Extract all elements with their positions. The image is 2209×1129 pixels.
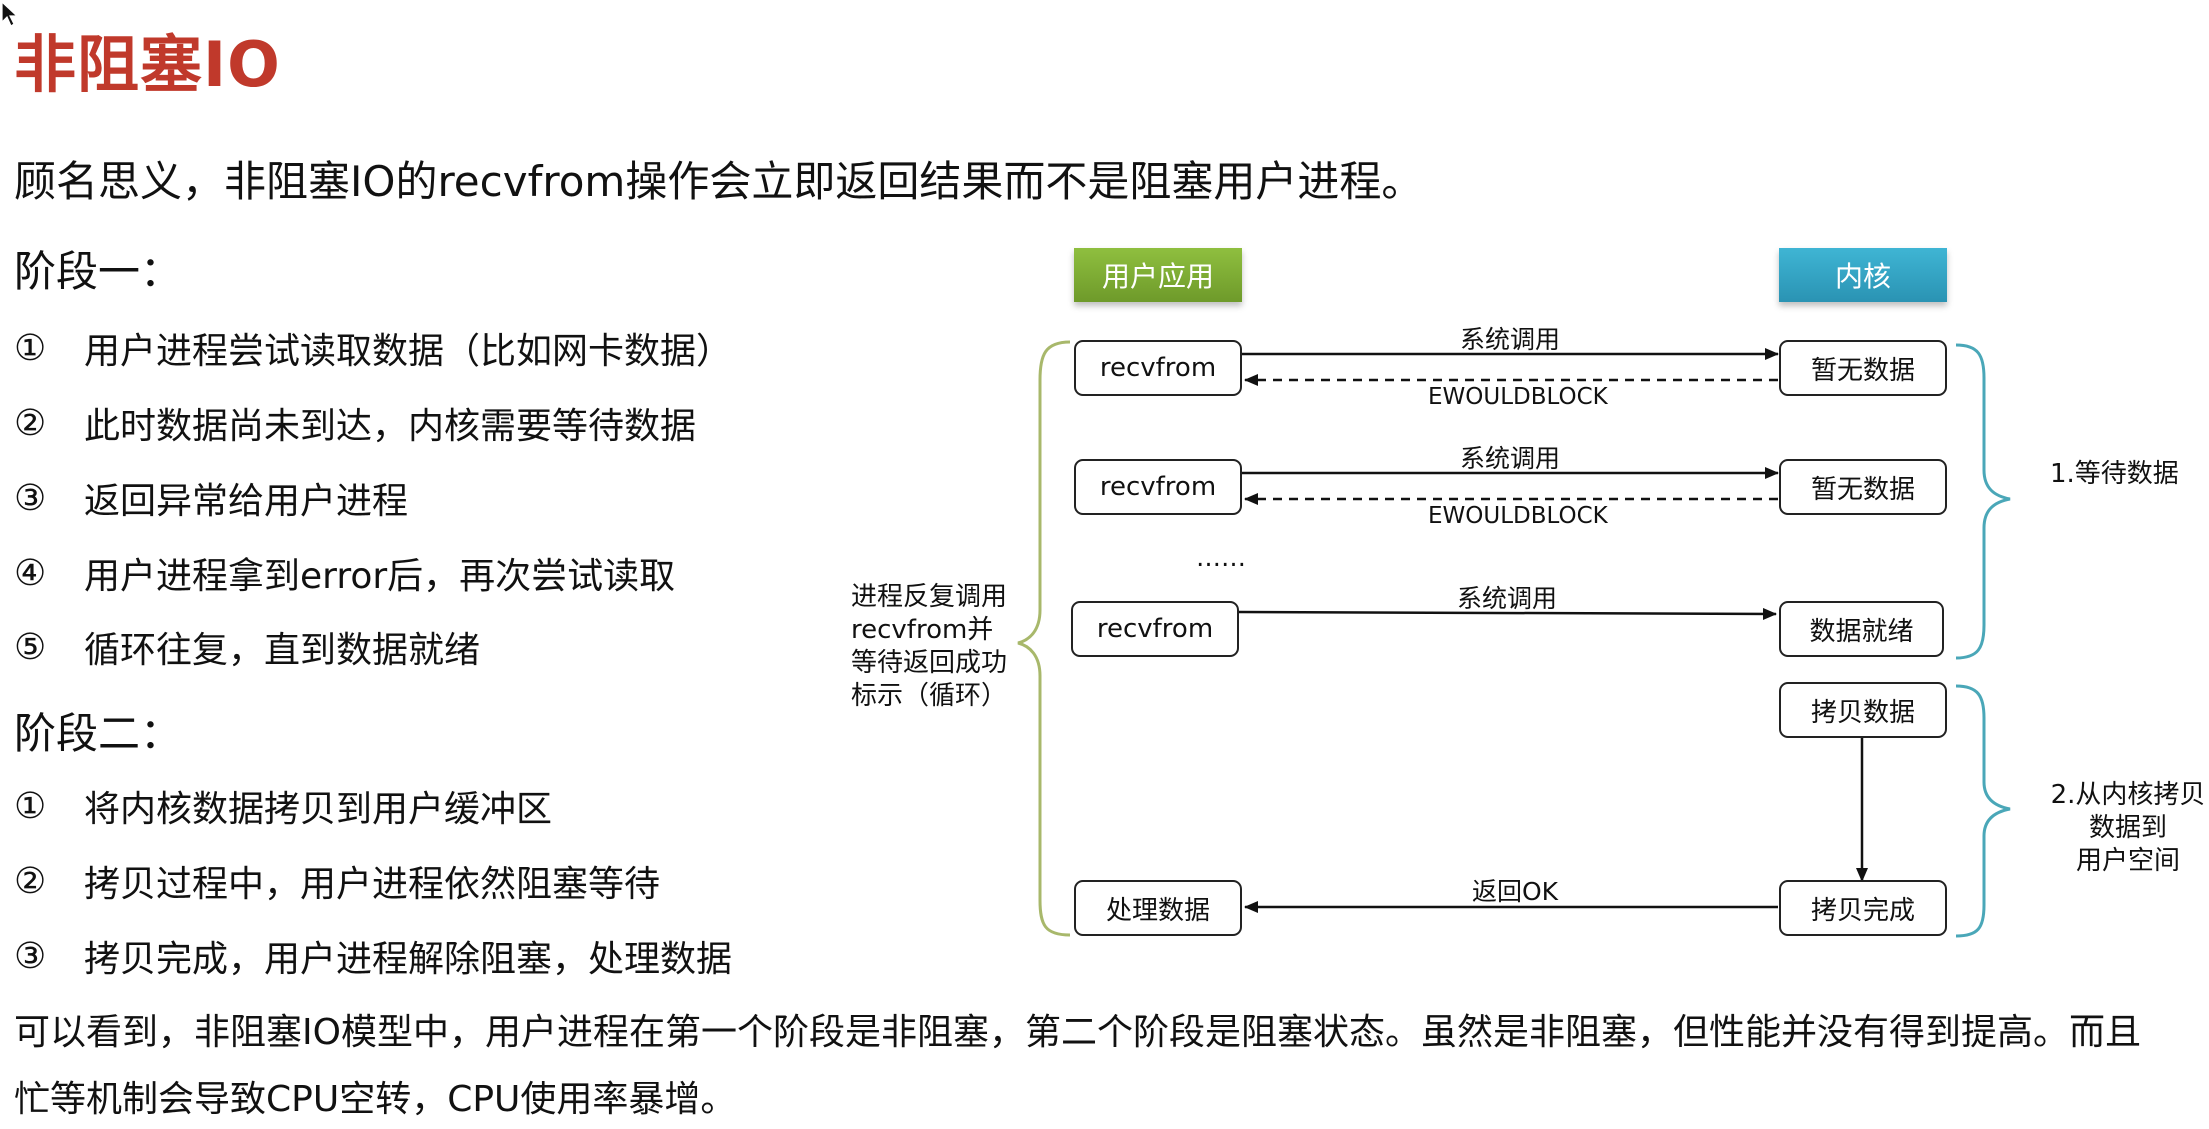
phase2-note-line: 数据到 bbox=[2088, 813, 2167, 843]
step-number: ④ bbox=[14, 552, 47, 594]
intro-text: 顾名思义，非阻塞IO的recvfrom操作会立即返回结果而不是阻塞用户进程。 bbox=[14, 157, 1424, 206]
step-number: ② bbox=[14, 860, 47, 902]
stage1-heading: 阶段一： bbox=[14, 247, 183, 296]
kernel-no-data-box-2: 暂无数据 bbox=[1779, 459, 1947, 515]
ewouldblock-label-1: EWOULDBLOCK bbox=[1428, 384, 1608, 410]
stage1-step: ⑤ 循环往复，直到数据就绪 bbox=[14, 621, 480, 673]
mouse-cursor-icon bbox=[1, 0, 19, 27]
step-number: ③ bbox=[14, 935, 47, 977]
step-text: 此时数据尚未到达，内核需要等待数据 bbox=[84, 406, 697, 447]
conclusion-line-1: 可以看到，非阻塞IO模型中，用户进程在第一个阶段是非阻塞，第二个阶段是阻塞状态。… bbox=[14, 1012, 2141, 1053]
step-text: 将内核数据拷贝到用户缓冲区 bbox=[84, 789, 553, 830]
page-title: 非阻塞IO bbox=[14, 28, 281, 101]
right-brace-phase1 bbox=[1955, 343, 2011, 660]
phase2-note-line: 2.从内核拷贝 bbox=[2050, 780, 2206, 810]
left-note-line: 进程反复调用 bbox=[851, 582, 1008, 612]
step-text: 拷贝完成，用户进程解除阻塞，处理数据 bbox=[84, 939, 733, 980]
stage1-step: ③ 返回异常给用户进程 bbox=[14, 472, 408, 524]
stage2-step: ③ 拷贝完成，用户进程解除阻塞，处理数据 bbox=[14, 930, 732, 982]
recvfrom-box-3: recvfrom bbox=[1071, 601, 1239, 657]
copy-data-box: 拷贝数据 bbox=[1779, 682, 1947, 738]
kernel-data-ready-box: 数据就绪 bbox=[1779, 601, 1944, 657]
ewouldblock-label-2: EWOULDBLOCK bbox=[1428, 503, 1608, 529]
step-number: ⑤ bbox=[14, 626, 47, 668]
user-app-header: 用户应用 bbox=[1074, 248, 1242, 302]
step-text: 返回异常给用户进程 bbox=[84, 481, 409, 522]
stage1-step: ② 此时数据尚未到达，内核需要等待数据 bbox=[14, 397, 696, 449]
syscall-label-3: 系统调用 bbox=[1457, 584, 1558, 613]
phase2-note-line: 用户空间 bbox=[2075, 846, 2180, 876]
ellipsis-label: …… bbox=[1196, 543, 1246, 572]
phase2-note: 2.从内核拷贝 数据到 用户空间 bbox=[2048, 779, 2208, 878]
copy-done-box: 拷贝完成 bbox=[1779, 880, 1947, 936]
syscall-label-1: 系统调用 bbox=[1460, 325, 1561, 354]
step-number: ② bbox=[14, 402, 47, 444]
syscall-label-2: 系统调用 bbox=[1460, 444, 1561, 473]
stage1-step: ④ 用户进程拿到error后，再次尝试读取 bbox=[14, 547, 675, 599]
kernel-no-data-box-1: 暂无数据 bbox=[1779, 340, 1947, 396]
recvfrom-box-2: recvfrom bbox=[1074, 459, 1242, 515]
return-ok-label: 返回OK bbox=[1472, 877, 1559, 906]
left-note-line: 标示（循环） bbox=[851, 681, 1008, 711]
process-data-box: 处理数据 bbox=[1074, 880, 1242, 936]
step-text: 循环往复，直到数据就绪 bbox=[84, 630, 481, 671]
step-text: 拷贝过程中，用户进程依然阻塞等待 bbox=[84, 864, 661, 905]
step-text: 用户进程拿到error后，再次尝试读取 bbox=[84, 556, 676, 597]
stage2-step: ② 拷贝过程中，用户进程依然阻塞等待 bbox=[14, 855, 660, 907]
kernel-header: 内核 bbox=[1779, 248, 1947, 302]
step-number: ③ bbox=[14, 477, 47, 519]
step-text: 用户进程尝试读取数据（比如网卡数据） bbox=[84, 331, 733, 372]
phase1-note: 1.等待数据 bbox=[2050, 459, 2179, 489]
stage1-step: ① 用户进程尝试读取数据（比如网卡数据） bbox=[14, 322, 732, 374]
stage2-step: ① 将内核数据拷贝到用户缓冲区 bbox=[14, 780, 552, 832]
step-number: ① bbox=[14, 785, 47, 827]
left-brace bbox=[1017, 340, 1071, 937]
left-note-line: recvfrom并 bbox=[851, 615, 994, 645]
left-loop-note: 进程反复调用 recvfrom并 等待返回成功 标示（循环） bbox=[851, 581, 1007, 713]
conclusion-line-2: 忙等机制会导致CPU空转，CPU使用率暴增。 bbox=[14, 1079, 737, 1120]
recvfrom-box-1: recvfrom bbox=[1074, 340, 1242, 396]
stage2-heading: 阶段二： bbox=[14, 709, 183, 758]
right-brace-phase2 bbox=[1955, 684, 2011, 938]
left-note-line: 等待返回成功 bbox=[851, 648, 1008, 678]
step-number: ① bbox=[14, 327, 47, 369]
